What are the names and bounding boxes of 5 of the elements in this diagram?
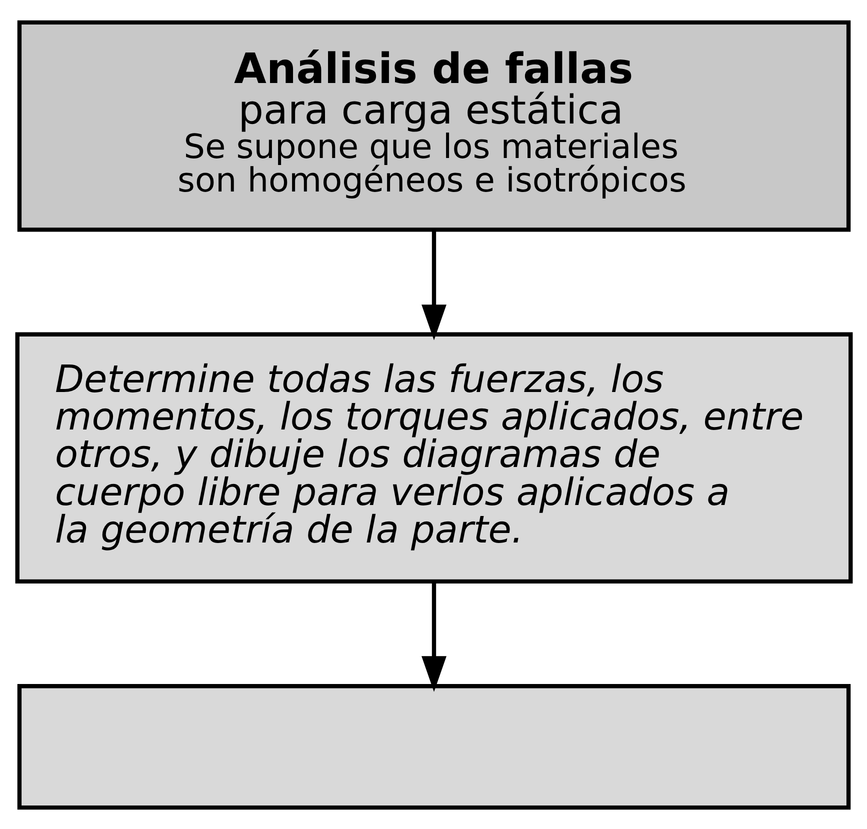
arrow [421, 581, 446, 692]
node-box: Determine todas las fuerzas, los momentos, los torques aplicados, entre otros, y dibuje los diagramas de cuerpo libre para verlos aplicados a la geometría de la parte. [14, 332, 852, 584]
node-box: Análisis de fallas para carga estática Se supone que los materiales son homogéneos e isotrópicos [16, 20, 850, 232]
arrow [421, 230, 446, 340]
node-box [16, 684, 850, 810]
